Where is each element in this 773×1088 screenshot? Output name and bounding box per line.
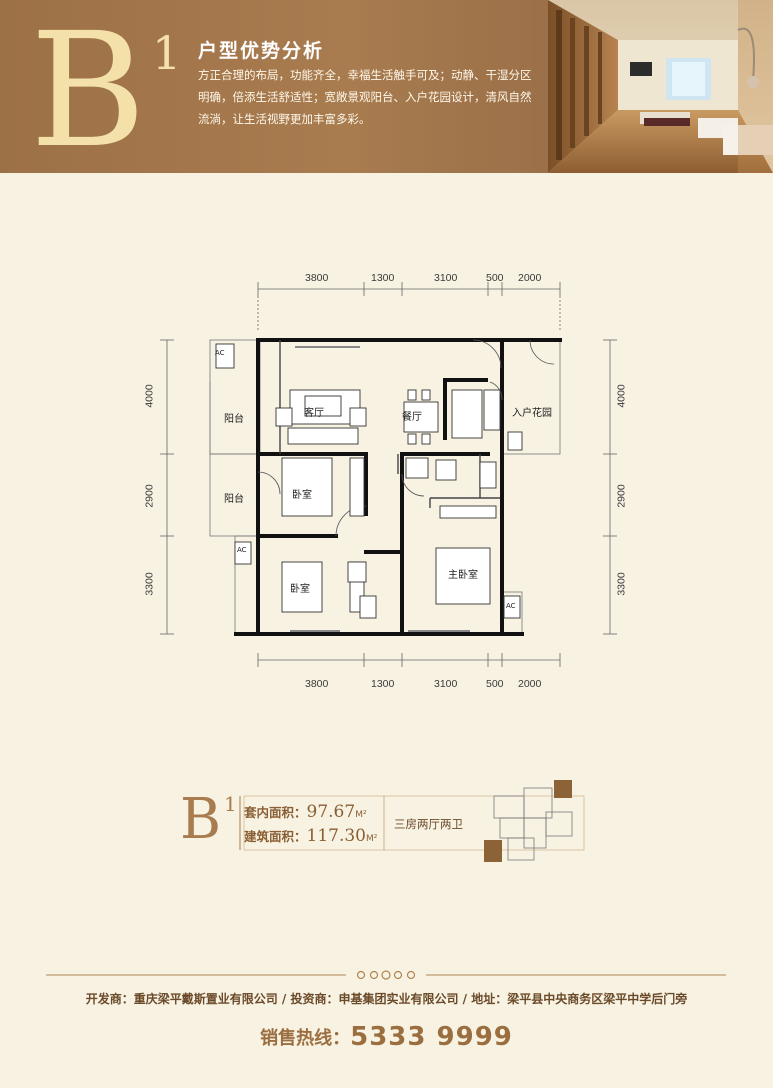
dim-top-2: 1300	[371, 272, 395, 284]
built-area-row: 建筑面积：117.30M²	[244, 826, 377, 846]
dim-left-3: 3300	[143, 572, 156, 596]
dim-bottom-1: 3800	[305, 678, 329, 690]
hotline-label: 销售热线：	[260, 1028, 351, 1049]
ac-label-3: AC	[506, 602, 516, 610]
unit-letter: B	[30, 0, 146, 183]
room-entry-garden: 入户花园	[512, 408, 552, 419]
inner-area-value: 97.67	[306, 802, 356, 822]
room-balcony-2: 阳台	[224, 494, 244, 505]
dim-left-1: 4000	[143, 384, 156, 408]
room-bedroom-2: 卧室	[290, 584, 310, 595]
dim-top-3: 3100	[434, 272, 458, 284]
info-unit-number: 1	[224, 792, 237, 816]
footer-divider	[46, 970, 726, 980]
ac-label-2: AC	[237, 546, 247, 554]
room-bedroom-1: 卧室	[292, 490, 312, 501]
unit-number: 1	[152, 26, 182, 80]
key-plan	[484, 780, 573, 862]
dim-bottom-2: 1300	[371, 678, 395, 690]
floor-plan: 3800 1300 3100 500 2000 3800 1300 3100 5…	[140, 262, 640, 702]
built-area-unit: M²	[366, 834, 378, 844]
dim-right-1: 4000	[615, 384, 628, 408]
interior-photo	[548, 0, 773, 173]
dim-bottom-3: 3100	[434, 678, 458, 690]
built-area-value: 117.30	[306, 826, 366, 846]
room-balcony-1: 阳台	[224, 414, 244, 425]
inner-area-label: 套内面积：	[244, 805, 307, 820]
dim-right-2: 2900	[615, 484, 628, 508]
dim-bottom-5: 2000	[518, 678, 542, 690]
section-description: 方正合理的布局，功能齐全，幸福生活触手可及；动静、干湿分区明确，倍添生活舒适性；…	[198, 68, 532, 126]
dim-left-2: 2900	[143, 484, 156, 508]
dim-top-1: 3800	[305, 272, 329, 284]
dim-right-3: 3300	[615, 572, 628, 596]
ac-label-1: AC	[215, 349, 225, 357]
footer-credits: 开发商：重庆梁平戴斯置业有限公司 / 投资商：申基集团实业有限公司 / 地址：梁…	[85, 992, 688, 1006]
room-dining: 餐厅	[402, 412, 422, 423]
dim-top-5: 2000	[518, 272, 542, 284]
dim-bottom-4: 500	[486, 678, 504, 690]
room-living: 客厅	[304, 408, 324, 419]
dim-top-4: 500	[486, 272, 504, 284]
section-title: 户型优势分析	[198, 40, 325, 62]
room-master-bedroom: 主卧室	[448, 570, 478, 581]
layout-type: 三房两厅两卫	[394, 817, 463, 831]
unit-info-box: B 1 套内面积：97.67M² 建筑面积：117.30M² 三房两厅两卫	[180, 780, 590, 862]
sales-hotline: 销售热线：5333 9999	[0, 1022, 773, 1052]
inner-area-row: 套内面积：97.67M²	[244, 802, 367, 822]
inner-area-unit: M²	[355, 810, 367, 820]
hotline-number[interactable]: 5333 9999	[350, 1022, 513, 1052]
built-area-label: 建筑面积：	[244, 829, 307, 844]
info-unit-letter: B	[180, 787, 222, 852]
